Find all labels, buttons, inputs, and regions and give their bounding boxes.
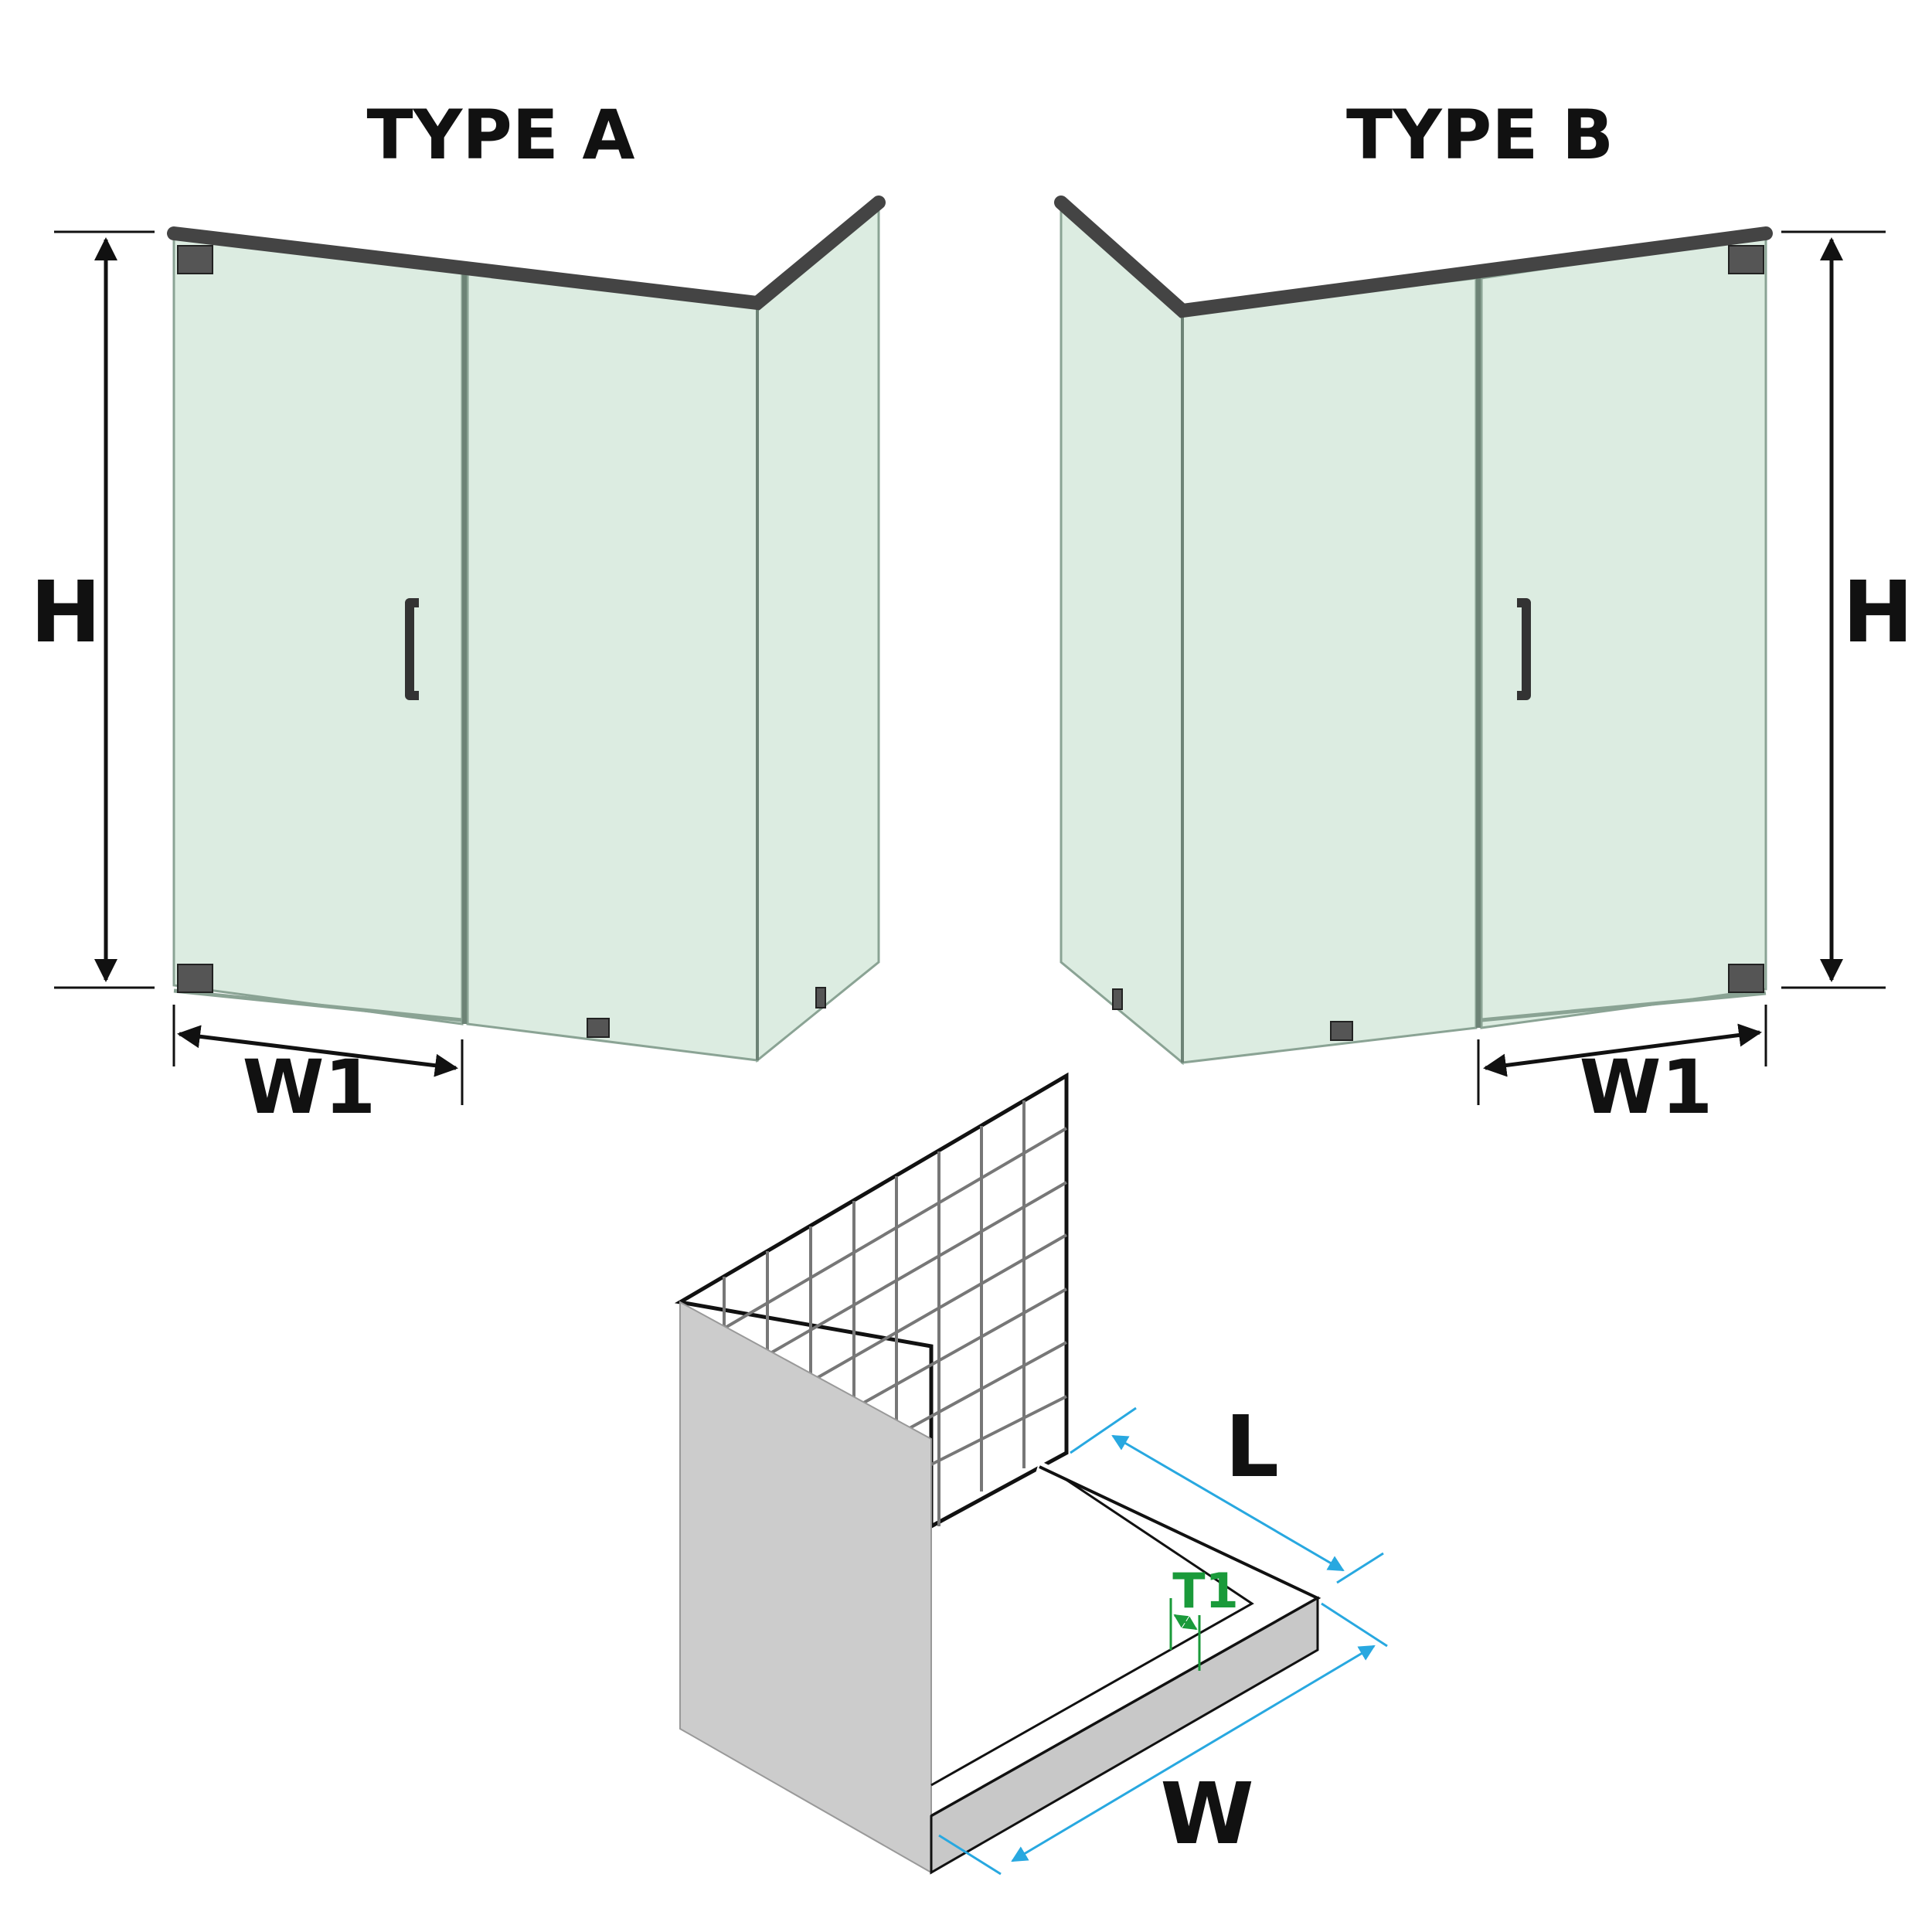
type-b-fixed-panel-glass: [1181, 277, 1478, 1064]
type-a-enclosure: TYPE A H W1: [30, 95, 886, 1131]
type-a-width-arrow: [177, 1025, 458, 1077]
type-a-height-label: H: [30, 563, 101, 662]
type-a-return-clip: [815, 987, 826, 1009]
length-arrow: [1111, 1434, 1345, 1572]
type-b-width-arrow: [1483, 1023, 1762, 1077]
length-label: L: [1225, 1397, 1279, 1496]
type-a-door-glass: [172, 234, 464, 1026]
type-a-width-label: W1: [243, 1044, 376, 1131]
type-a-return-panel-glass: [756, 202, 880, 1063]
type-b-bottom-hinge: [1728, 964, 1764, 993]
type-b-top-hinge: [1728, 245, 1764, 274]
type-a-bottom-hinge: [177, 964, 213, 993]
type-a-bottom-sweep: [173, 988, 463, 1022]
width-extension-start: [938, 1834, 1002, 1876]
type-b-door-handle: [1517, 598, 1531, 700]
width-extension-end: [1321, 1602, 1388, 1648]
type-a-top-hinge: [177, 245, 213, 274]
type-b-return-panel-glass: [1060, 202, 1184, 1066]
type-b-width-label: W1: [1580, 1044, 1713, 1131]
type-b-return-clip: [1112, 988, 1123, 1010]
type-b-height-label: H: [1842, 563, 1913, 662]
type-a-door-handle: [405, 598, 419, 700]
type-b-header-bar: [1054, 196, 1773, 318]
length-extension-start: [1070, 1406, 1137, 1454]
width-arrow: [1011, 1645, 1376, 1862]
thickness-arrow: [1173, 1614, 1198, 1631]
type-a-header-bar: [167, 196, 886, 311]
type-b-floor-guide: [1330, 1021, 1353, 1041]
type-a-floor-guide: [587, 1018, 610, 1038]
tile-wall-grid: [674, 1072, 1069, 1530]
thickness-label: T1: [1172, 1563, 1238, 1619]
type-a-title: TYPE A: [366, 95, 634, 175]
type-b-enclosure: TYPE B H W1: [1054, 95, 1913, 1131]
type-b-title: TYPE B: [1346, 95, 1614, 175]
type-b-bottom-sweep: [1481, 991, 1767, 1022]
width-label: W: [1160, 1764, 1253, 1863]
type-a-fixed-panel-glass: [466, 269, 759, 1062]
length-extension-end: [1336, 1552, 1384, 1584]
shower-base-diagram: L W T1: [674, 1072, 1388, 1876]
tile-wall-outline: [674, 1072, 1069, 1530]
